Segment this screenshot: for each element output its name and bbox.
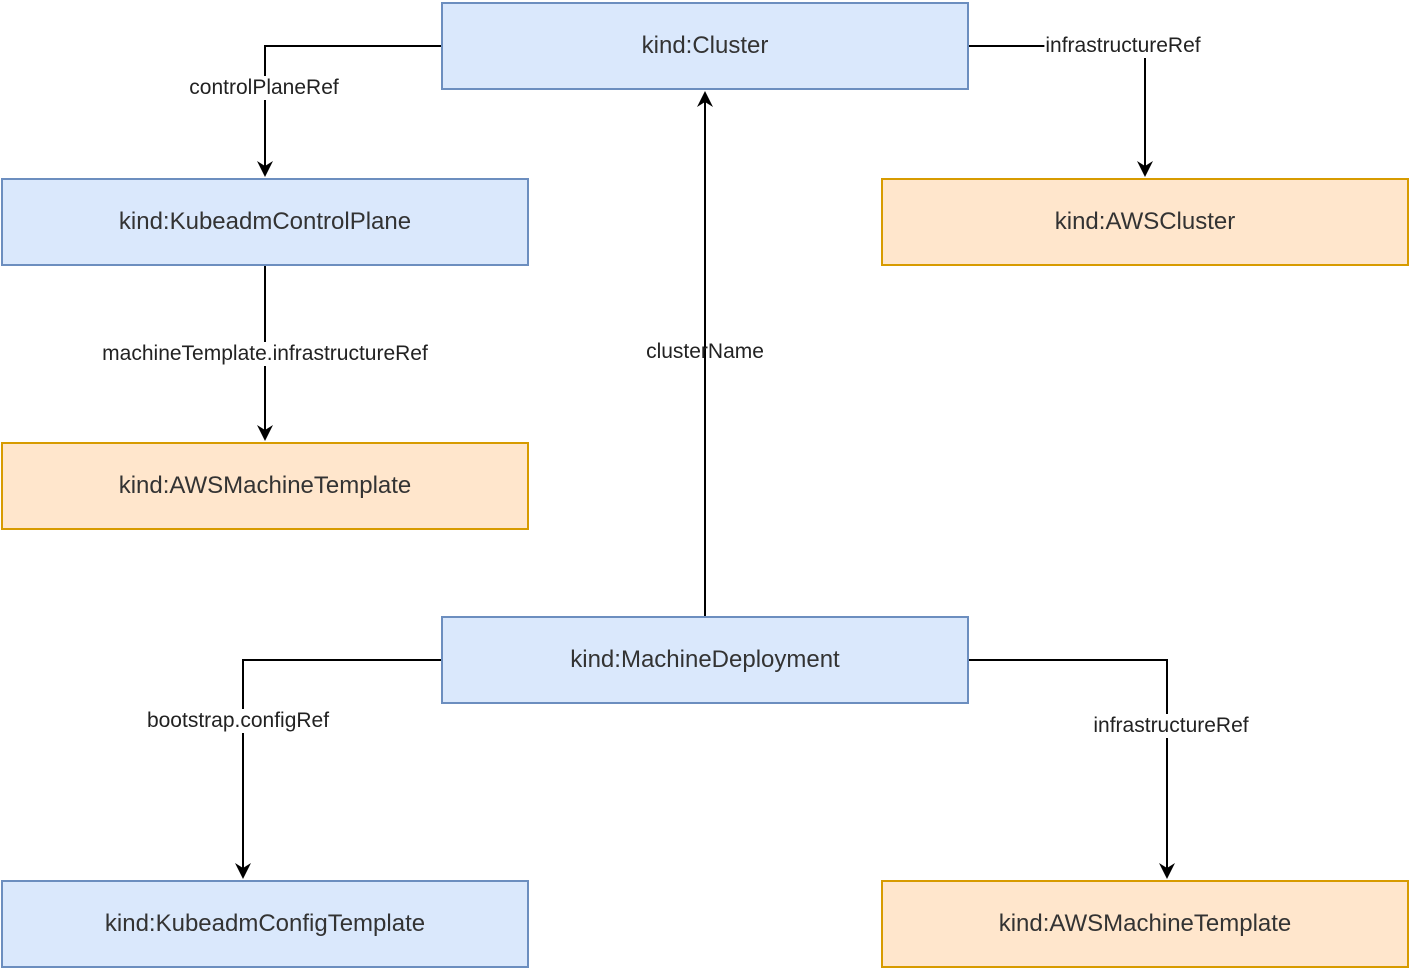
arrowhead-icon	[697, 91, 713, 107]
edge-label-cluster-name: clusterName	[646, 340, 764, 363]
arrowhead-icon	[257, 161, 273, 177]
node-kubeadm-config-template: kind:KubeadmConfigTemplate	[1, 880, 529, 968]
edge-label-control-plane-ref: controlPlaneRef	[188, 76, 340, 100]
arrowhead-icon	[1137, 161, 1153, 177]
node-aws-machine-template-md-label: kind:AWSMachineTemplate	[998, 910, 1292, 937]
node-kubeadm-control-plane: kind:KubeadmControlPlane	[1, 178, 529, 266]
edge-label-bootstrap-config-ref: bootstrap.configRef	[145, 709, 331, 733]
edge-infrastructure-ref-md	[969, 659, 1168, 868]
node-aws-machine-template-cp: kind:AWSMachineTemplate	[1, 442, 529, 530]
edge-label-infrastructure-ref-md: infrastructureRef	[1092, 714, 1250, 738]
edge-control-plane-ref	[264, 45, 441, 166]
arrowhead-icon	[1159, 863, 1175, 879]
arrowhead-icon	[235, 863, 251, 879]
node-cluster: kind:Cluster	[441, 2, 969, 90]
arrowhead-icon	[257, 425, 273, 441]
node-kubeadm-config-template-label: kind:KubeadmConfigTemplate	[104, 910, 426, 937]
node-aws-cluster: kind:AWSCluster	[881, 178, 1409, 266]
node-kubeadm-control-plane-label: kind:KubeadmControlPlane	[118, 208, 412, 235]
edge-bootstrap-config-ref	[242, 659, 441, 868]
node-aws-machine-template-md: kind:AWSMachineTemplate	[881, 880, 1409, 968]
node-machine-deployment: kind:MachineDeployment	[441, 616, 969, 704]
node-machine-deployment-label: kind:MachineDeployment	[570, 646, 840, 673]
edge-label-infrastructure-ref-cluster: infrastructureRef	[1044, 34, 1202, 58]
edge-infrastructure-ref-cluster	[969, 45, 1146, 166]
node-aws-cluster-label: kind:AWSCluster	[1054, 208, 1236, 235]
node-cluster-label: kind:Cluster	[641, 32, 769, 59]
edge-label-machine-template-infra-ref: machineTemplate.infrastructureRef	[101, 342, 429, 366]
node-aws-machine-template-cp-label: kind:AWSMachineTemplate	[118, 472, 412, 499]
